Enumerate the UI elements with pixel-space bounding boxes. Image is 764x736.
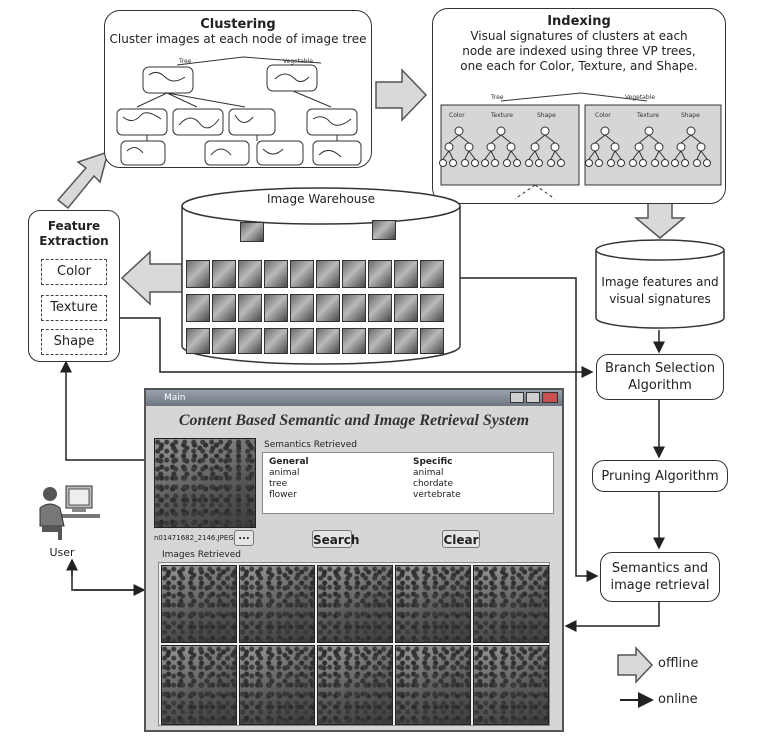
result-image[interactable] [473, 645, 549, 725]
result-image[interactable] [161, 645, 237, 725]
pruning-box: Pruning Algorithm [592, 460, 728, 492]
retrieved-grid [158, 562, 550, 726]
arrow-clustering-to-indexing [375, 68, 428, 122]
specific-item: chordate [413, 479, 453, 489]
clustering-title: Clustering [200, 17, 276, 32]
feature-title-1: Feature [47, 219, 101, 233]
svg-text:Texture: Texture [490, 112, 513, 119]
specific-label: Specific [413, 457, 453, 467]
warehouse-title: Image Warehouse [266, 192, 376, 206]
cluster-root-left-label: Tree [178, 58, 192, 65]
indexing-title: Indexing [547, 14, 611, 29]
window-close-button[interactable] [542, 392, 558, 403]
index-tree-right-label: Vegetable [625, 94, 655, 101]
indexing-line3: one each for Color, Texture, and Shape. [460, 59, 698, 73]
feature-shape: Shape [41, 329, 107, 355]
legend-online-label: online [658, 692, 698, 707]
user-icon [39, 485, 100, 540]
general-item: flower [269, 490, 297, 500]
arrow-feature-to-clustering [56, 150, 110, 210]
indexing-box: Indexing Visual signatures of clusters a… [432, 8, 726, 204]
result-image[interactable] [473, 565, 549, 643]
feature-texture: Texture [41, 295, 107, 321]
index-tree-left-label: Tree [490, 94, 504, 101]
user-figure: User [32, 478, 104, 562]
line-warehouse-to-semret [460, 277, 599, 582]
user-label: User [49, 546, 75, 559]
retrieved-label: Images Retrieved [162, 550, 241, 560]
line-query-to-feature [60, 360, 152, 461]
result-image[interactable] [239, 565, 315, 643]
specific-item: vertebrate [413, 490, 461, 500]
window-minimize-button[interactable] [510, 392, 524, 403]
vp-trees-graphic: Tree Vegetable Color Texture Shape Color… [439, 92, 722, 200]
feature-color: Color [41, 259, 107, 285]
result-image[interactable] [161, 565, 237, 643]
arrow-indexing-to-db [633, 202, 687, 239]
search-button[interactable]: Search [312, 530, 359, 548]
general-item: animal [269, 468, 300, 478]
specific-item: animal [413, 468, 444, 478]
legend-offline-icon [617, 646, 654, 684]
general-item: tree [269, 479, 288, 489]
query-image [154, 438, 256, 528]
feature-title-2: Extraction [39, 234, 109, 248]
clustering-subtitle: Cluster images at each node of image tre… [109, 32, 367, 46]
cluster-root-right-label: Vegetable [283, 58, 313, 65]
app-window: Main Content Based Semantic and Image Re… [144, 388, 564, 732]
line-semret-to-results [564, 602, 660, 632]
svg-text:Shape: Shape [681, 112, 700, 119]
semantics-label: Semantics Retrieved [264, 440, 357, 450]
result-image[interactable] [239, 645, 315, 725]
indexing-line2: node are indexed using three VP trees, [462, 44, 696, 58]
line-feature-to-branch [120, 317, 594, 378]
general-label: General [269, 457, 309, 467]
result-image[interactable] [317, 645, 393, 725]
db-line2: visual signatures [609, 292, 711, 306]
svg-text:Shape: Shape [537, 112, 556, 119]
line-user-results [71, 566, 146, 596]
svg-text:Color: Color [449, 112, 465, 119]
filename-field[interactable]: n01471682_2146.JPEG [154, 534, 234, 542]
window-title: Main [164, 393, 186, 403]
browse-button[interactable]: ... [234, 530, 254, 546]
legend-offline-label: offline [658, 656, 699, 671]
image-warehouse: Image Warehouse [180, 186, 462, 366]
result-image[interactable] [317, 565, 393, 643]
window-titlebar: Main [146, 390, 562, 406]
semantics-panel: General animal tree flower Specific anim… [262, 452, 554, 514]
result-image[interactable] [395, 565, 471, 643]
clear-button[interactable]: Clear [442, 530, 480, 548]
svg-text:Texture: Texture [636, 112, 659, 119]
indexing-line1: Visual signatures of clusters at each [470, 29, 688, 43]
arrow-warehouse-to-feature [120, 250, 183, 306]
cluster-tree-graphic: Tree Vegetable [116, 56, 362, 166]
features-database: Image features and visual signatures [594, 238, 726, 330]
svg-text:Color: Color [595, 112, 611, 119]
db-line1: Image features and [601, 275, 719, 289]
window-maximize-button[interactable] [526, 392, 540, 403]
result-image[interactable] [395, 645, 471, 725]
clustering-box: Clustering Cluster images at each node o… [104, 10, 372, 168]
feature-extraction-box: Feature Extraction Color Texture Shape [28, 210, 120, 362]
app-heading: Content Based Semantic and Image Retriev… [178, 412, 530, 429]
